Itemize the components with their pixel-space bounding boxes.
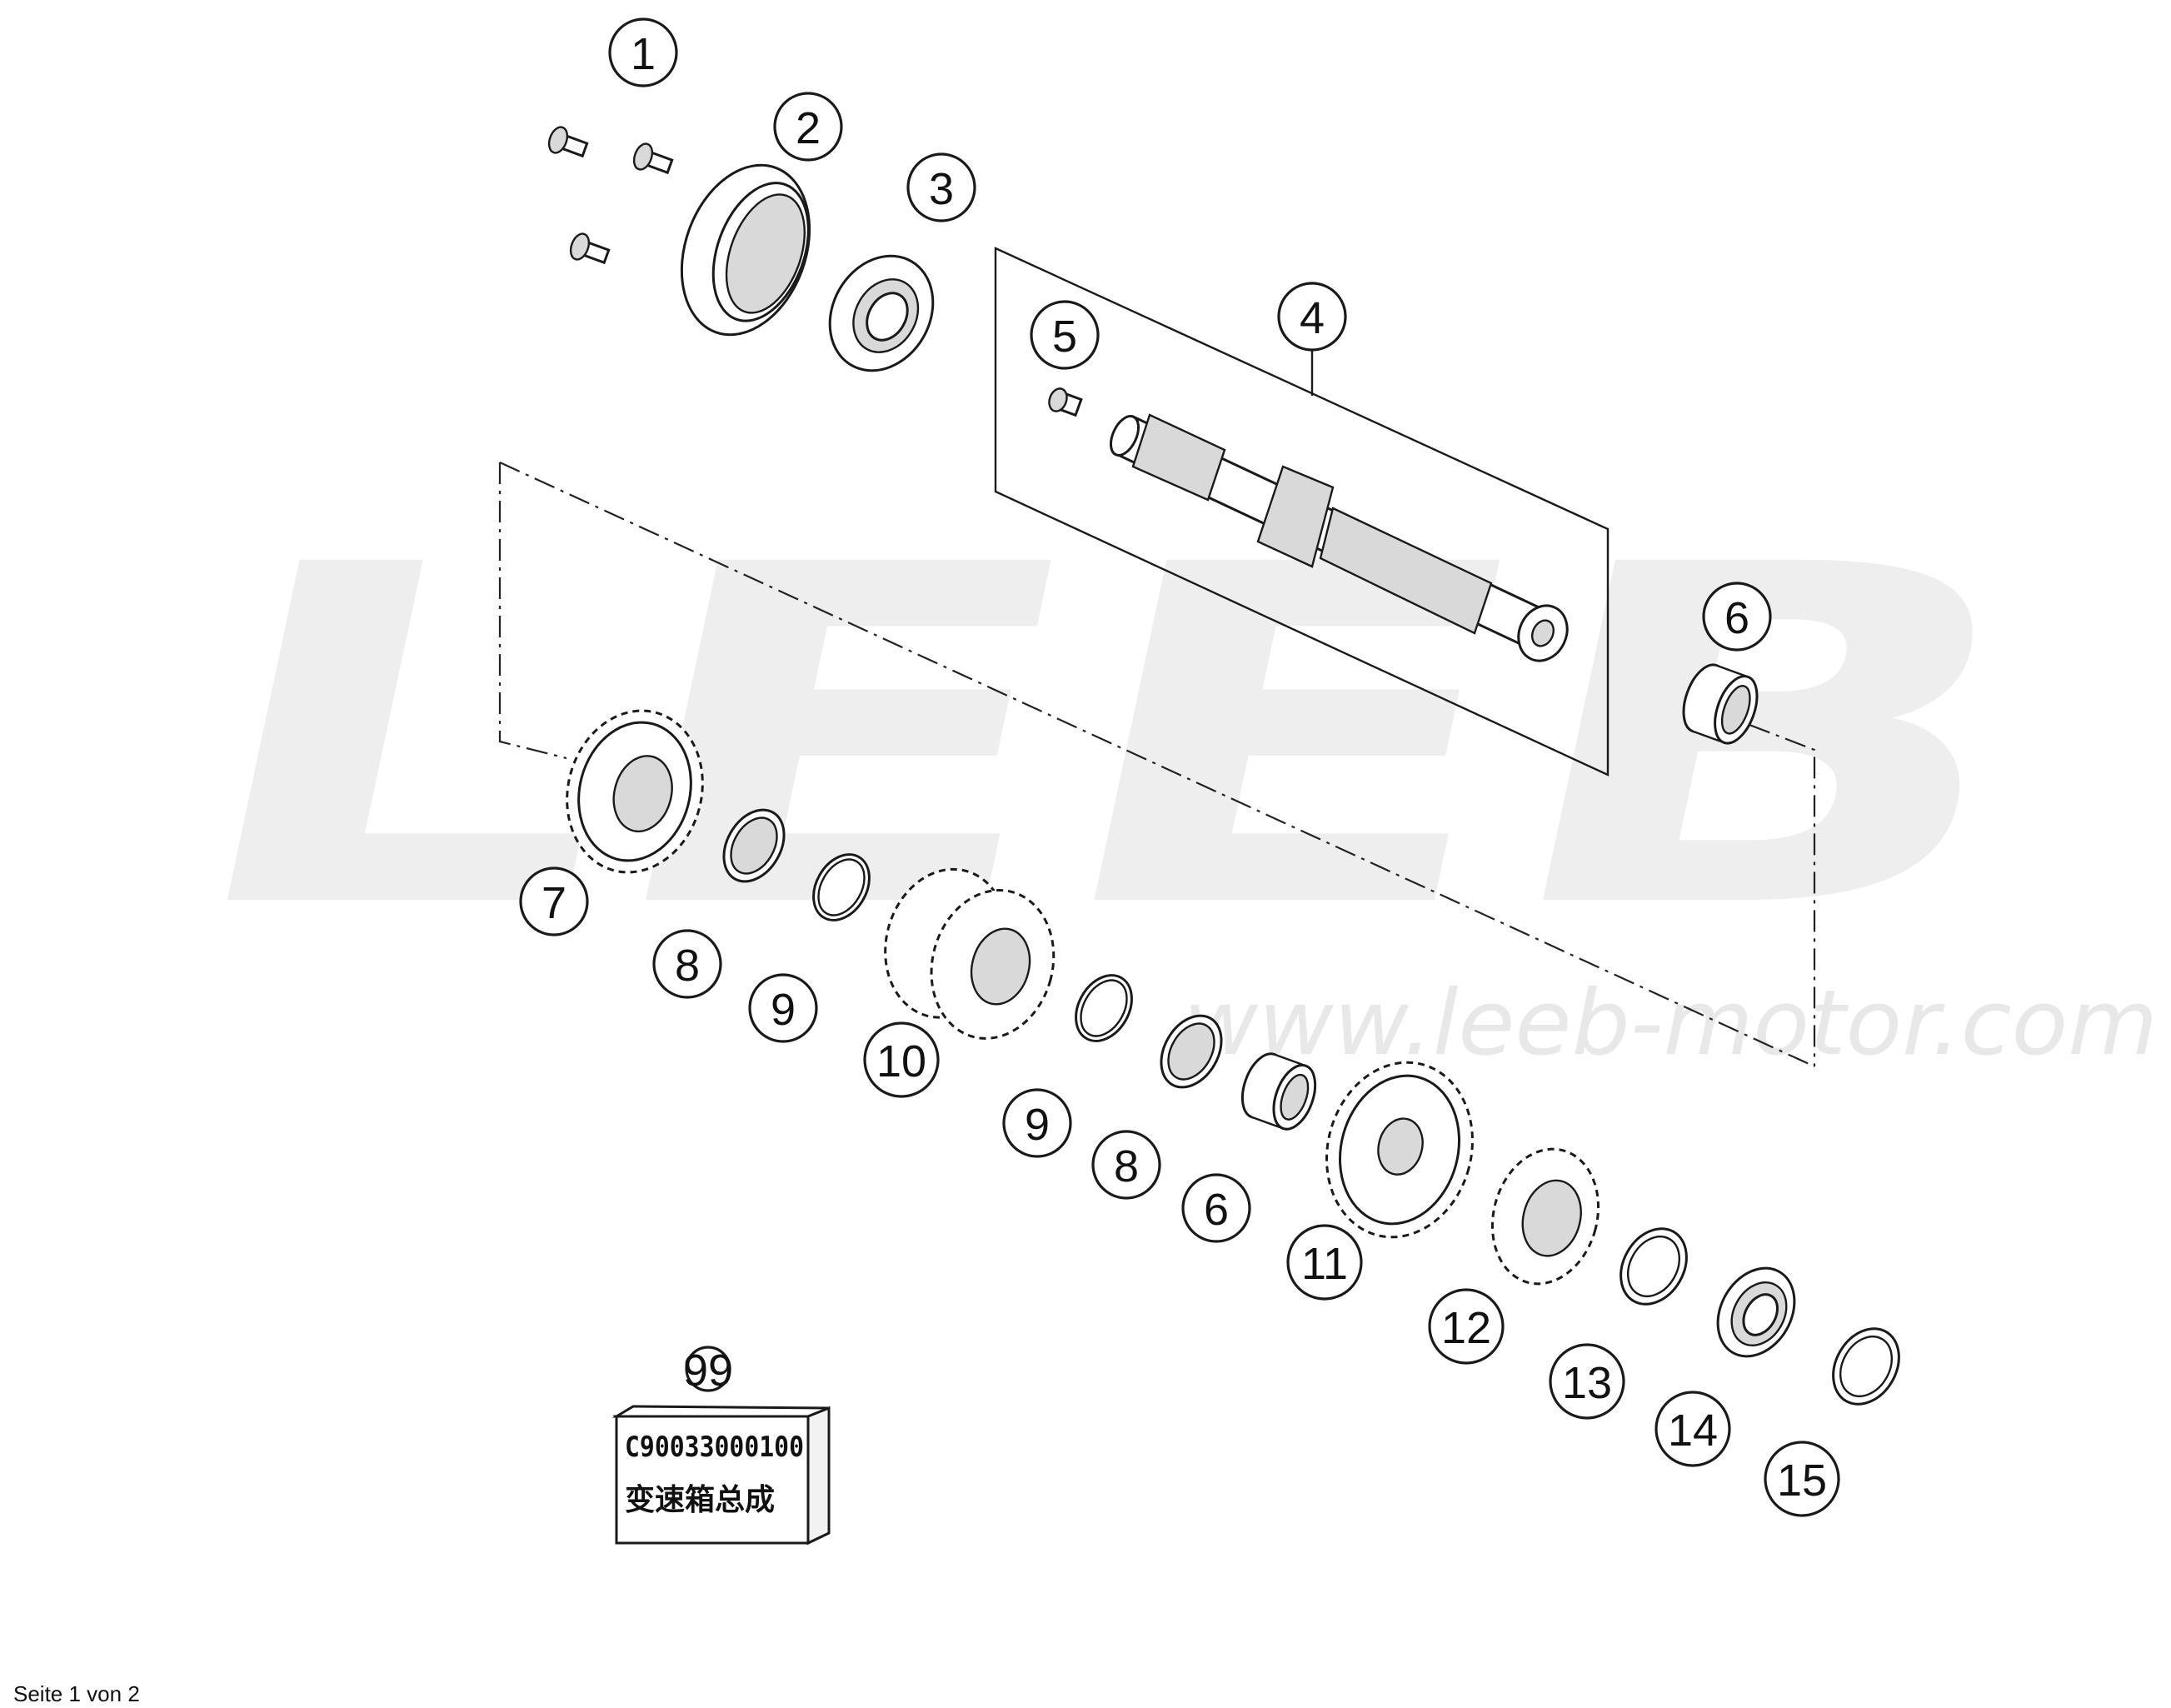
callout-7: 7 (519, 866, 589, 936)
callout-label: 6 (1724, 593, 1749, 643)
callout-8-left: 8 (652, 929, 722, 999)
callout-circle (519, 866, 589, 936)
shaft-group-frame (994, 247, 1610, 777)
kit-description: 变速箱总成 (625, 1482, 775, 1517)
bearing-retainer (680, 163, 811, 337)
callout-10: 10 (863, 1021, 940, 1098)
callout-label: 4 (1300, 293, 1325, 343)
plug (1048, 387, 1083, 417)
kit-part-number: C90033000100 (625, 1431, 804, 1464)
callout-3: 3 (906, 152, 976, 222)
callout-circle (1764, 1441, 1840, 1517)
callout-label: 9 (771, 985, 796, 1035)
circlip-9-right (1075, 974, 1133, 1042)
callout-label: 99 (683, 1346, 733, 1396)
callout-12: 12 (1428, 1288, 1505, 1365)
callout-circle (1702, 582, 1772, 652)
washer-8-right (1160, 1014, 1223, 1089)
callout-9-right: 9 (1002, 1088, 1072, 1158)
callout-circle (1277, 282, 1347, 352)
callout-circle (1654, 1391, 1731, 1467)
callout-circle (1181, 1173, 1251, 1243)
callout-label: 1 (631, 29, 656, 79)
washer-15 (1832, 1327, 1900, 1406)
main-shaft (1109, 413, 1569, 662)
callout-circle (685, 1346, 731, 1392)
assembly-line-right (1749, 723, 1816, 1066)
callout-5: 5 (1030, 300, 1100, 370)
bushing-top (1682, 663, 1759, 745)
callout-circle (608, 17, 678, 87)
watermark-url: www.leeb-motor.com (1183, 971, 2158, 1076)
callout-circle (1428, 1288, 1505, 1365)
callout-circle (773, 92, 843, 162)
callout-circle (652, 929, 722, 999)
callout-label: 15 (1777, 1456, 1827, 1506)
callout-label: 3 (929, 164, 954, 214)
callout-9-left: 9 (748, 973, 818, 1043)
callout-4: 4 (1277, 282, 1347, 352)
bushing-bottom (1240, 1052, 1317, 1131)
callout-label: 2 (796, 103, 821, 153)
callout-label: 8 (1114, 1141, 1139, 1191)
callout-circle (1030, 300, 1100, 370)
callout-99: 99 (683, 1346, 733, 1396)
watermark: LEEB www.leeb-motor.com (143, 467, 2158, 1076)
callout-6-bottom: 6 (1181, 1173, 1251, 1243)
callout-circle (748, 973, 818, 1043)
gear-11 (1325, 1061, 1474, 1239)
callout-label: 5 (1052, 312, 1077, 362)
callout-1: 1 (608, 17, 678, 87)
callout-circle (1286, 1224, 1363, 1301)
watermark-brand: LEEB (143, 467, 2075, 1011)
screws (547, 126, 674, 265)
ball-bearing-bottom (1716, 1266, 1796, 1358)
assembly-line-left (498, 462, 567, 760)
callout-13: 13 (1549, 1343, 1625, 1420)
gear-12 (1490, 1147, 1600, 1286)
callout-15: 15 (1764, 1441, 1840, 1517)
callout-label: 8 (675, 941, 700, 991)
callout-label: 13 (1562, 1358, 1612, 1408)
callout-circle (906, 152, 976, 222)
callout-11: 11 (1286, 1224, 1363, 1301)
gear-10 (884, 867, 1056, 1040)
callout-label: 11 (1301, 1239, 1348, 1289)
callout-6-top: 6 (1702, 582, 1772, 652)
gear-7 (566, 709, 704, 874)
callout-circle (1002, 1088, 1072, 1158)
callout-14: 14 (1654, 1391, 1731, 1467)
washer-13 (1620, 1227, 1688, 1306)
callout-circle (1091, 1130, 1161, 1200)
washer-8-left (722, 808, 786, 883)
callout-label: 10 (876, 1036, 926, 1086)
callout-label: 6 (1204, 1185, 1229, 1235)
callout-label: 14 (1668, 1406, 1718, 1456)
ball-bearing-top (828, 254, 935, 372)
kit-box: C90033000100 变速箱总成 (611, 1405, 831, 1546)
callout-label: 7 (542, 878, 566, 928)
callout-label: 12 (1441, 1303, 1491, 1353)
callout-8-right: 8 (1091, 1130, 1161, 1200)
callout-label: 9 (1025, 1100, 1050, 1150)
assembly-line-top (499, 462, 1815, 1067)
callout-2: 2 (773, 92, 843, 162)
page-footer: Seite 1 von 2 (13, 1681, 140, 1706)
circlip-9-left (812, 853, 871, 921)
callout-circle (863, 1021, 940, 1098)
callout-circle (1549, 1343, 1625, 1420)
